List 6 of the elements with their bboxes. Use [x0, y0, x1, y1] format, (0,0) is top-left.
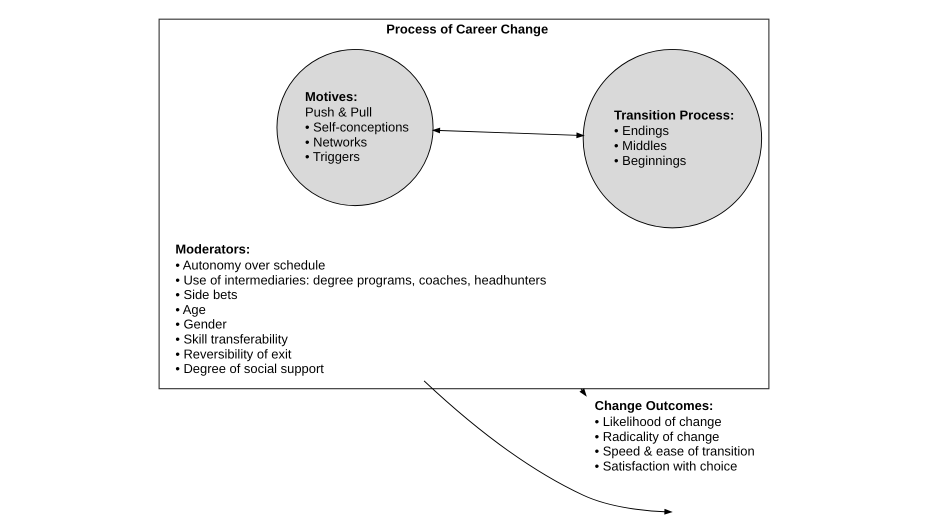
node-circle: Motives: Push & Pull • Self-conceptions • Networks • Triggers	[276, 49, 434, 206]
arrow	[431, 128, 584, 138]
node-text: Moderators: • Autonomy over schedule • Use of intermediaries: degree programs, coaches, headhunters • Side bets • Age • Gender • Skill transferability • Reversibility of exit • Degree of social support	[174, 242, 546, 376]
node-circle: Transition Process: • Endings • Middles • Beginnings	[582, 48, 762, 228]
arrow	[423, 380, 672, 515]
node-text: Change Outcomes: • Likelihood of change • Radicality of change • Speed & ease of transition • Satisfaction with choice	[594, 398, 754, 474]
